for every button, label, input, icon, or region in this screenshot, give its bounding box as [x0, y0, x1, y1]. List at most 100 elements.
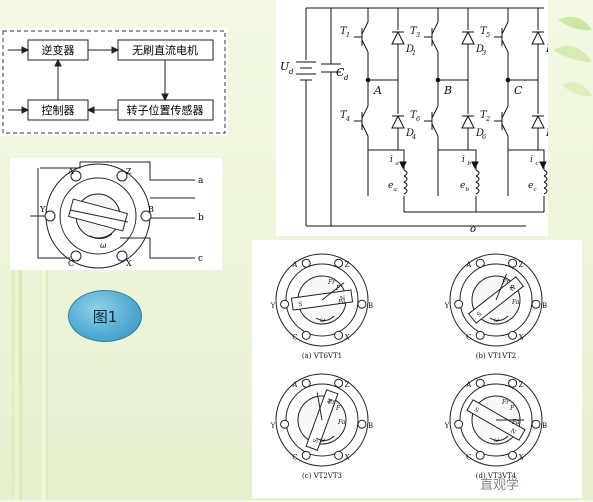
pole-letter-b: B: [542, 422, 547, 430]
pole-letter-c: C: [466, 453, 471, 461]
rotor-north-label: N: [509, 427, 517, 436]
flux-label: Fr: [327, 279, 336, 286]
pole-y: Y: [39, 205, 46, 214]
svg-text:T: T: [480, 110, 488, 121]
pole-letter-z: Z: [345, 381, 350, 389]
flux-label: F: [335, 285, 341, 292]
pole-letter-b: B: [542, 302, 547, 310]
neutral-label: o: [470, 224, 476, 235]
pole-letter-z: Z: [519, 381, 524, 389]
block-diagram: 逆变器 无刷直流电机 控制器 转子位置传感器: [2, 30, 226, 134]
rotor-south-label: S: [312, 438, 320, 444]
svg-text:i: i: [530, 155, 533, 165]
pole-x: X: [126, 259, 132, 268]
pole-c: C: [68, 259, 74, 268]
flux-label: ω: [320, 317, 325, 324]
terminal-a: a: [198, 176, 204, 186]
svg-text:i: i: [462, 155, 465, 165]
pole-b: B: [148, 205, 154, 214]
watermark-text: 直观学: [480, 478, 520, 493]
flux-label: Fr: [501, 399, 510, 406]
svg-text:a: a: [395, 161, 399, 167]
bamboo-leaves-decoration: [553, 16, 592, 97]
inverter-label: 逆变器: [42, 43, 75, 57]
pole-letter-a: A: [465, 261, 472, 269]
pole-letter-c: C: [466, 333, 471, 341]
figure-label: 图1: [68, 290, 142, 342]
svg-text:6: 6: [482, 133, 486, 141]
flux-label: F: [335, 405, 341, 412]
block-diagram-panel: 逆变器 无刷直流电机 控制器 转子位置传感器: [0, 28, 228, 136]
diode-label-6: D6: [475, 128, 486, 141]
pole-letter-a: A: [291, 381, 298, 389]
svg-text:D: D: [405, 44, 414, 55]
svg-text:D: D: [545, 44, 548, 55]
terminal-b: b: [198, 213, 204, 223]
flux-label: Fa: [511, 419, 520, 426]
svg-text:D: D: [545, 128, 548, 139]
caption-4: (d) VT3VT4: [476, 472, 517, 480]
svg-text:4: 4: [345, 115, 350, 123]
diode-label-1: D1: [405, 44, 416, 57]
sensor-label: 转子位置传感器: [127, 103, 204, 117]
svg-text:D: D: [405, 128, 414, 139]
pole-letter-x: X: [519, 453, 524, 461]
flux-label: Fr: [501, 279, 510, 286]
bamboo-stem-decoration: [12, 240, 22, 500]
pole-letter-x: X: [519, 333, 524, 341]
svg-text:e: e: [528, 181, 533, 191]
terminal-c: c: [198, 254, 203, 264]
flux-label: F: [509, 405, 515, 412]
pole-a: A: [67, 167, 74, 176]
svg-text:i: i: [390, 155, 393, 165]
svg-text:1: 1: [412, 49, 416, 57]
diode-label-4: D4: [405, 128, 416, 141]
rotor-north-label: N: [340, 295, 346, 303]
flux-label: Fa: [337, 299, 346, 306]
svg-text:D: D: [475, 44, 484, 55]
motor-label: 无刷直流电机: [132, 43, 198, 57]
pole-letter-a: A: [291, 261, 298, 269]
svg-text:T: T: [410, 26, 418, 37]
phase-node-a: A: [373, 84, 382, 97]
svg-text:5: 5: [486, 31, 490, 39]
flux-label: ω: [320, 437, 325, 444]
pole-z: Z: [126, 167, 132, 176]
flux-label: Fa: [511, 299, 520, 306]
svg-text:T: T: [410, 110, 418, 121]
caption-1: (a) VT6VT1: [302, 352, 342, 360]
flux-label: ω: [494, 317, 499, 324]
svg-text:c: c: [533, 187, 537, 193]
diode-label-5: D5: [545, 44, 556, 57]
rotor-south-label: S: [298, 301, 303, 309]
rotor-north-label: N: [509, 284, 517, 293]
flux-label: Fa: [337, 419, 346, 426]
flux-label: F: [509, 285, 515, 292]
flux-label: Fr: [327, 399, 336, 406]
omega-label: ω: [100, 241, 107, 250]
pole-letter-z: Z: [519, 261, 524, 269]
pole-letter-b: B: [368, 422, 373, 430]
motor-sketch-panel: a b c A B C X Y Z ω: [10, 158, 222, 270]
phase-node-c: C: [514, 84, 523, 97]
pole-letter-c: C: [292, 333, 297, 341]
capacitor-sub: d: [344, 74, 349, 82]
capacitor-label: C: [336, 66, 345, 79]
svg-text:T: T: [340, 26, 348, 37]
